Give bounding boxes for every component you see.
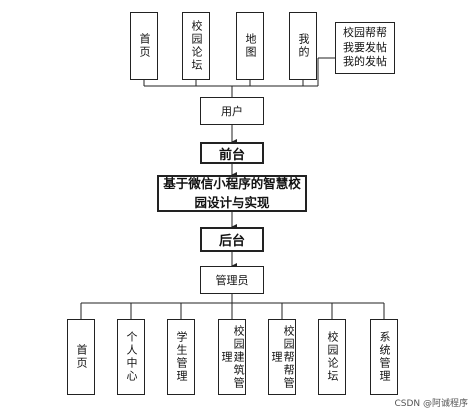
user-node-forum: 校园论坛: [182, 12, 210, 80]
admin-box: 管理员: [200, 266, 264, 294]
admin-node-forum: 校园论坛: [318, 319, 346, 395]
user-box: 用户: [200, 97, 264, 125]
admin-node-personal-center: 个人中心: [117, 319, 145, 395]
system-title-box: 基于微信小程序的智慧校园设计与实现: [157, 175, 307, 212]
user-node-mine: 我的: [289, 12, 317, 80]
admin-node-system-management: 系统管理: [370, 319, 398, 395]
user-note-box: 校园帮帮我要发帖我的发帖: [335, 22, 395, 74]
user-node-map: 地图: [236, 12, 264, 80]
watermark: CSDN @阿诚程序: [394, 399, 468, 409]
admin-node-home: 首页: [67, 319, 95, 395]
admin-node-building-management: 校园建筑管理: [218, 319, 246, 395]
user-node-home: 首页: [130, 12, 158, 80]
frontend-box: 前台: [200, 142, 264, 164]
backend-box: 后台: [200, 227, 264, 252]
admin-node-help-management: 校园帮帮管理: [268, 319, 296, 395]
admin-node-student-management: 学生管理: [167, 319, 195, 395]
